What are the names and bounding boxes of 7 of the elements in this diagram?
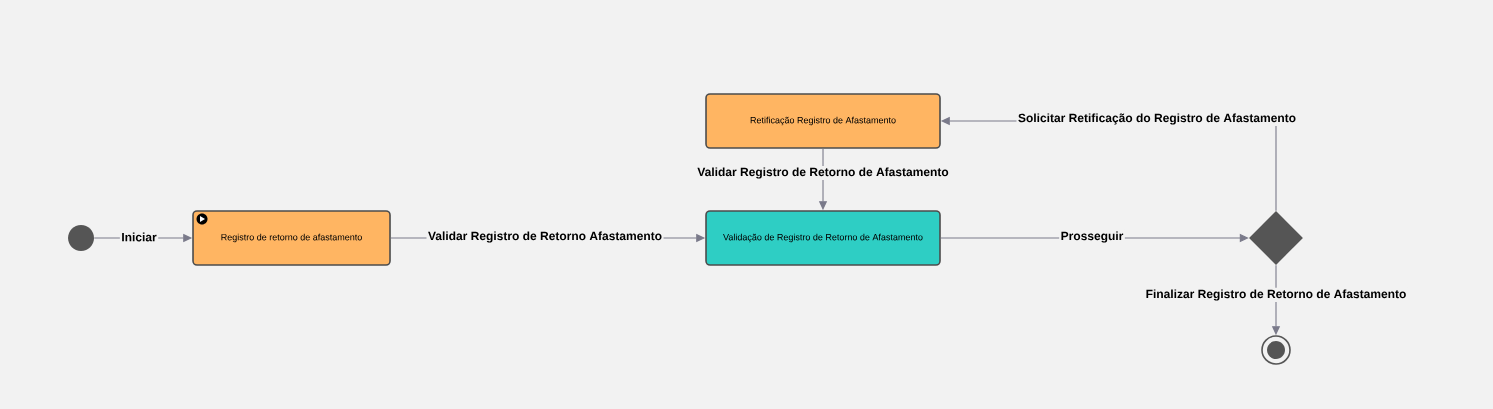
activity-box: Retificação Registro de Afastamento [705,93,941,149]
activity-box: Validação de Registro de Retorno de Afastamento [705,210,941,266]
decision-diamond [1249,211,1303,265]
end-node [1261,335,1291,365]
activity-box: Registro de retorno de afastamento [192,210,391,266]
start-node [68,225,94,251]
edge-label: Iniciar [119,231,159,243]
